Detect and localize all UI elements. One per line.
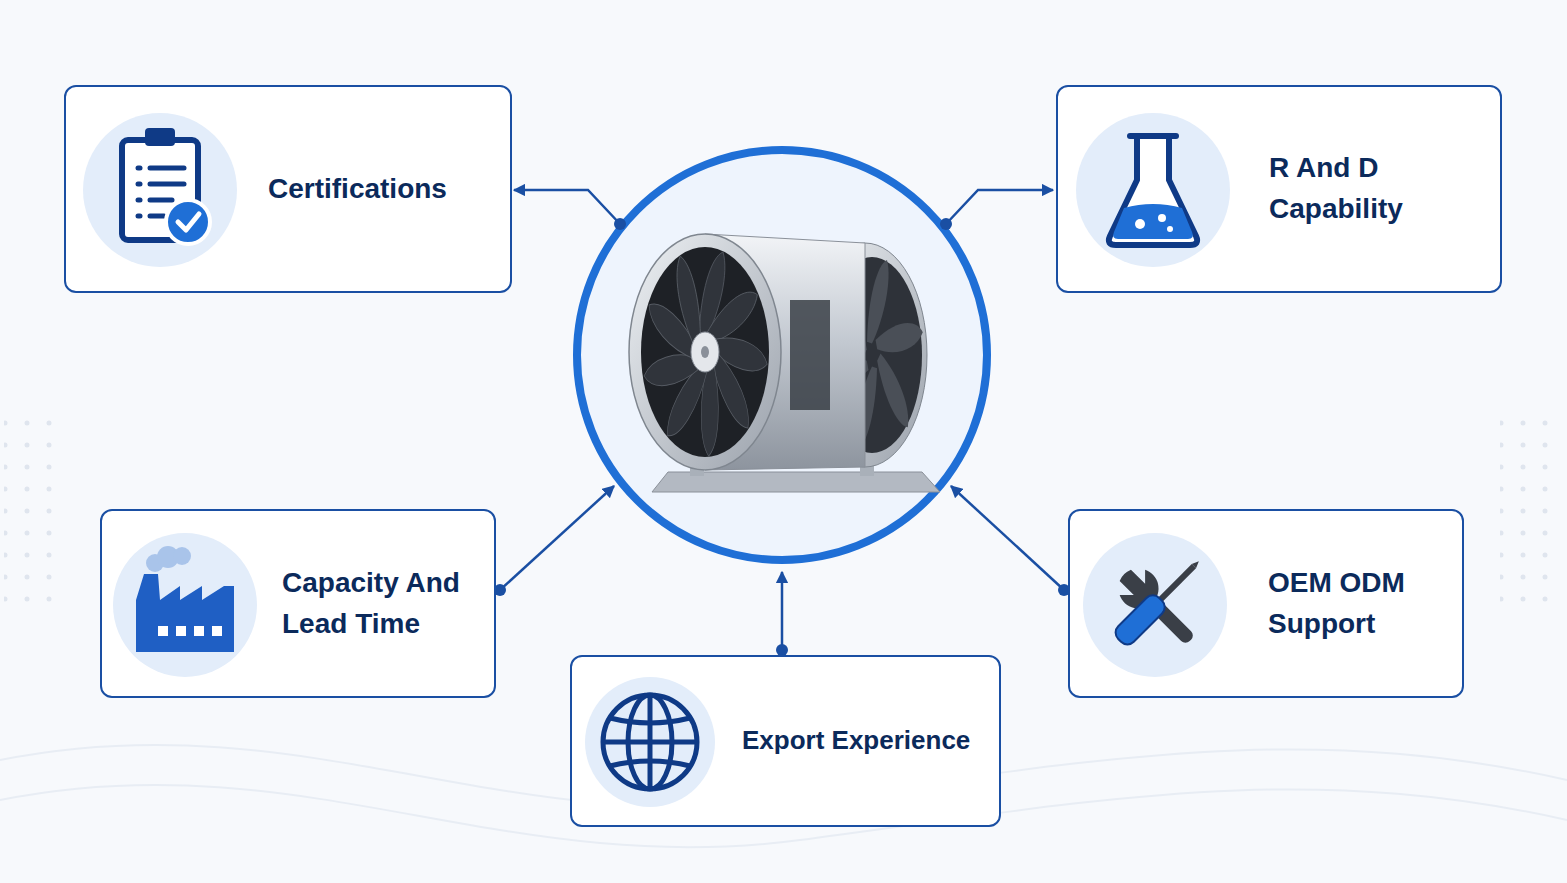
bubble [1167, 226, 1173, 232]
box-fill [1056, 85, 1502, 293]
leader-line [500, 486, 614, 590]
node-label: Certifications [268, 169, 498, 210]
line [150, 214, 164, 219]
bubble [1135, 219, 1145, 229]
node-label: Export Experience [742, 722, 987, 760]
flask-icon [1076, 113, 1230, 267]
globe-outline [603, 695, 697, 789]
oem-box: OEM ODM Support [1068, 509, 1464, 698]
certifications-box: Certifications [64, 85, 512, 293]
center-circle [577, 150, 987, 560]
box-fill [570, 655, 1001, 827]
clip [145, 128, 175, 146]
bullet [138, 166, 140, 171]
line [150, 182, 184, 187]
axial-fan [629, 234, 940, 492]
rnd-box: R And D Capability [1056, 85, 1502, 293]
smoke [146, 546, 191, 572]
icon-disc [585, 677, 715, 807]
text-group: Capacity And Lead Time [282, 563, 482, 644]
export-box: Export Experience [570, 655, 1001, 827]
text-group: OEM ODM Support [1268, 563, 1438, 644]
bullet [138, 198, 140, 203]
window [194, 626, 204, 636]
dot [614, 218, 626, 230]
window [212, 626, 222, 636]
capacity-box: Capacity And Lead Time [100, 509, 496, 698]
text-group: Certifications [268, 169, 498, 210]
leader-line [514, 190, 620, 224]
box-fill [100, 509, 496, 698]
icon-disc [1076, 113, 1230, 267]
line [150, 198, 172, 203]
bullet [138, 214, 140, 219]
box-fill [1068, 509, 1464, 698]
leader-line [951, 486, 1064, 590]
blade [869, 352, 918, 429]
certifications-icon [83, 113, 237, 267]
check-badge [166, 200, 210, 244]
tip [1192, 559, 1201, 568]
icon-disc [113, 533, 257, 677]
hub [691, 332, 719, 372]
blade [867, 260, 889, 344]
factory-icon [113, 533, 257, 677]
tools-icon [1083, 533, 1227, 677]
motor [790, 300, 830, 410]
hub-center [701, 346, 709, 358]
node-label: R And D Capability [1269, 148, 1444, 229]
text-group: Export Experience [742, 722, 987, 760]
puff [173, 547, 191, 565]
line [150, 166, 184, 171]
node-label: OEM ODM Support [1268, 563, 1438, 644]
globe [603, 695, 697, 789]
box-fill [64, 85, 512, 293]
flask-rim [1130, 133, 1176, 139]
front-opening [641, 247, 769, 457]
check-mark [178, 214, 199, 230]
leader-line [781, 572, 784, 650]
handle [1112, 592, 1169, 649]
front-ring [629, 234, 781, 470]
icon-disc [83, 113, 237, 267]
screwdriver [1112, 553, 1207, 648]
window [158, 626, 168, 636]
factory [136, 574, 234, 652]
connector-dots [494, 218, 1070, 656]
bubble [1158, 214, 1166, 222]
flask [1109, 137, 1197, 245]
node-label: Capacity And Lead Time [282, 563, 482, 644]
dot-grid [1500, 415, 1562, 605]
shaft [1158, 564, 1196, 602]
parallel [610, 761, 690, 766]
front-blades [643, 252, 767, 457]
window [176, 626, 186, 636]
parallel [610, 718, 690, 723]
liquid [1113, 204, 1193, 239]
globe-icon [585, 677, 715, 807]
text-group: R And D Capability [1269, 148, 1444, 229]
dot-grid [4, 415, 66, 605]
equator [603, 740, 697, 745]
leader-line [946, 190, 1053, 224]
icon-disc [1083, 533, 1227, 677]
bullet [138, 182, 140, 187]
windows [158, 626, 222, 636]
dot [940, 218, 952, 230]
wrench [1110, 560, 1205, 655]
